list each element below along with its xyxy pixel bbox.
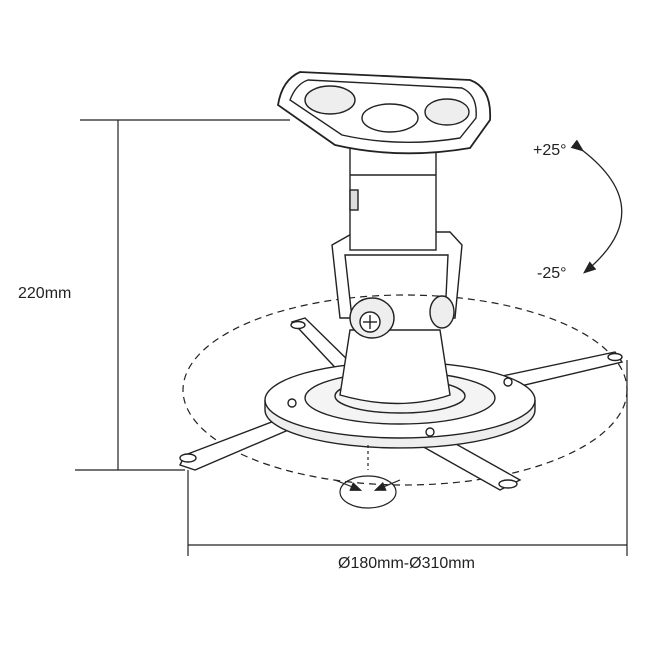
column [349, 139, 437, 251]
ceiling-plate [277, 71, 492, 155]
center-target [334, 445, 401, 509]
tilt-block [339, 329, 451, 405]
height-label: 220mm [18, 285, 72, 302]
tilt-down-label: -25° [537, 265, 567, 282]
arm-range-ellipse [182, 294, 628, 486]
height-dimension [75, 119, 290, 471]
tilt-arc-arrow [570, 139, 623, 274]
diameter-label: Ø180mm-Ø310mm [338, 555, 475, 572]
tilt-up-label: +25° [533, 142, 567, 159]
yoke-bracket [331, 231, 463, 339]
